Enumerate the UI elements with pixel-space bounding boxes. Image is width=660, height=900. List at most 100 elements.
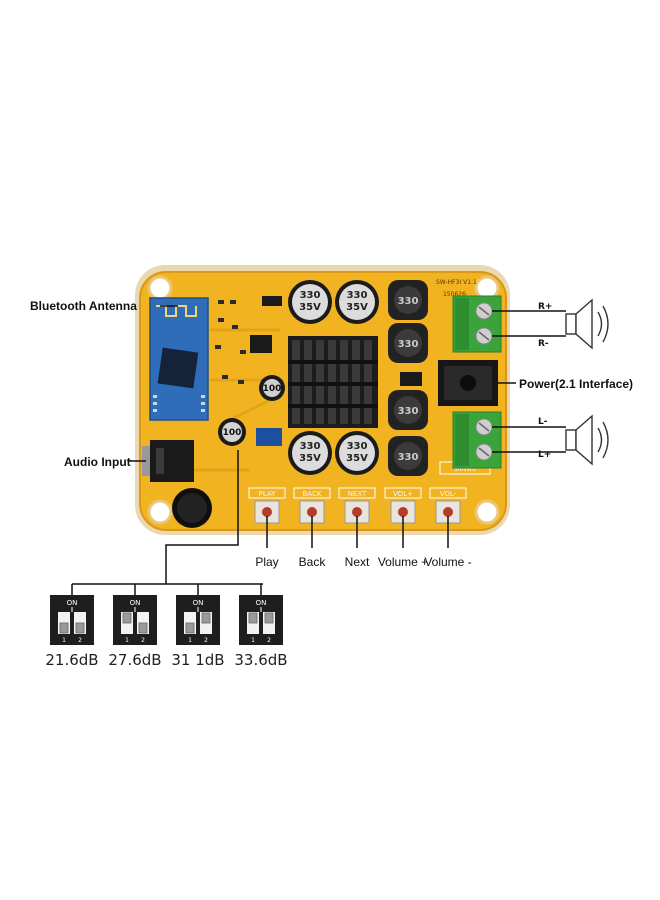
dip-lever bbox=[122, 612, 132, 624]
mounting-hole bbox=[474, 499, 500, 525]
power-label: Power(2.1 Interface) bbox=[519, 377, 633, 391]
inductor: 330 bbox=[388, 323, 428, 363]
dip-lever bbox=[138, 622, 148, 634]
button-captions: Play Back Next Volume +Volume - bbox=[255, 555, 471, 569]
capacitor-top-left: 330 35V bbox=[288, 280, 332, 324]
caption-volume-plus: Volume + bbox=[378, 555, 428, 569]
svg-text:100: 100 bbox=[263, 384, 282, 394]
button-silk-label: VOL+ bbox=[393, 490, 413, 498]
button-silk-label: VOL- bbox=[440, 490, 457, 498]
gain-label: 27.6dB bbox=[108, 651, 161, 669]
svg-text:100: 100 bbox=[223, 428, 242, 438]
dip-lever bbox=[248, 612, 258, 624]
dip-pin-label: 2 bbox=[78, 637, 82, 644]
dip-pin-label: 2 bbox=[141, 637, 145, 644]
caption-play: Play bbox=[255, 555, 278, 569]
dip-lever bbox=[185, 622, 195, 634]
svg-text:330: 330 bbox=[398, 296, 419, 307]
button-silk-label: NEXT bbox=[348, 490, 367, 498]
l-plus-label: L+ bbox=[538, 450, 551, 460]
dip-on-label: ON bbox=[67, 599, 78, 607]
capacitor-bottom-right: 330 35V bbox=[335, 431, 379, 475]
bluetooth-antenna-label: Bluetooth Antenna bbox=[30, 299, 137, 313]
button-silk-label: BACK bbox=[303, 490, 322, 498]
l-minus-label: L- bbox=[538, 417, 548, 427]
r-minus-label: R- bbox=[538, 339, 549, 349]
button-cap bbox=[352, 507, 362, 517]
svg-text:330: 330 bbox=[347, 441, 368, 452]
dip-pin-label: 1 bbox=[188, 637, 192, 644]
terminal-block-left bbox=[452, 411, 502, 469]
dip-switch-block bbox=[176, 595, 220, 645]
audio-input-label: Audio Input bbox=[64, 455, 131, 469]
board-button-back: BACK bbox=[293, 487, 331, 548]
dip-pin-label: 1 bbox=[62, 637, 66, 644]
dip-pin-label: 2 bbox=[204, 637, 208, 644]
button-silk-label: PLAY bbox=[259, 490, 277, 498]
svg-text:330: 330 bbox=[347, 290, 368, 301]
dip-on-label: ON bbox=[193, 599, 204, 607]
speaker-left-icon bbox=[565, 414, 609, 466]
caption-volume-minus: Volume - bbox=[424, 555, 471, 569]
dip-pin-label: 1 bbox=[125, 637, 129, 644]
dip-on-label: ON bbox=[256, 599, 267, 607]
button-cap bbox=[307, 507, 317, 517]
mounting-hole bbox=[147, 275, 173, 301]
small-capacitor: 100 bbox=[218, 418, 246, 446]
svg-text:330: 330 bbox=[398, 406, 419, 417]
svg-text:330: 330 bbox=[300, 441, 321, 452]
inductor: 330 bbox=[388, 436, 428, 476]
dip-switch-block bbox=[50, 595, 94, 645]
svg-text:35V: 35V bbox=[346, 453, 368, 464]
heatsink bbox=[288, 336, 378, 428]
smd-diode bbox=[400, 372, 422, 386]
power-jack bbox=[438, 360, 498, 406]
board-date-label: 150626 bbox=[443, 291, 466, 298]
dip-switch-block bbox=[239, 595, 283, 645]
svg-text:35V: 35V bbox=[299, 302, 321, 313]
leader-lines bbox=[71, 305, 566, 595]
dip-setting-1: ON 1 2 21.6dB bbox=[45, 595, 99, 669]
board-button-volume-plus: VOL+ bbox=[384, 487, 422, 548]
svg-text:330: 330 bbox=[398, 452, 419, 463]
dip-setting-4: ON 1 2 33.6dB bbox=[234, 595, 288, 669]
gain-label: 21.6dB bbox=[45, 651, 98, 669]
caption-next: Next bbox=[345, 555, 370, 569]
dip-pin-label: 1 bbox=[251, 637, 255, 644]
button-cap bbox=[443, 507, 453, 517]
dip-pin-label: 2 bbox=[267, 637, 271, 644]
dip-setting-2: ON 1 2 27.6dB bbox=[108, 595, 162, 669]
small-capacitor: 100 bbox=[259, 375, 285, 401]
terminal-block-right bbox=[452, 295, 502, 353]
board-model-label: SW-HF3I V1.1 bbox=[436, 279, 477, 286]
gain-label: 33.6dB bbox=[234, 651, 287, 669]
svg-text:330: 330 bbox=[300, 290, 321, 301]
button-cap bbox=[398, 507, 408, 517]
capacitor-bottom-left: 330 35V bbox=[288, 431, 332, 475]
board-button-next: NEXT bbox=[338, 487, 376, 548]
audio-jack bbox=[142, 440, 194, 482]
svg-text:330: 330 bbox=[398, 339, 419, 350]
board-button-play: PLAY bbox=[248, 487, 286, 548]
svg-text:35V: 35V bbox=[299, 453, 321, 464]
speaker-right-icon bbox=[565, 298, 609, 350]
button-cap bbox=[262, 507, 272, 517]
mounting-hole bbox=[147, 499, 173, 525]
r-plus-label: R+ bbox=[538, 302, 552, 312]
onboard-dip-switch bbox=[256, 428, 282, 446]
board-buttons: PLAY BACK NEXT VOL+ VOL- bbox=[248, 487, 467, 548]
smd-ic bbox=[250, 335, 272, 353]
bluetooth-chip bbox=[157, 347, 199, 389]
dip-on-label: ON bbox=[130, 599, 141, 607]
dip-lever bbox=[264, 612, 274, 624]
dip-lever bbox=[201, 612, 211, 624]
board-button-volume-minus: VOL- bbox=[429, 487, 467, 548]
dip-lever bbox=[59, 622, 69, 634]
caption-back: Back bbox=[299, 555, 327, 569]
inductor: 330 bbox=[388, 280, 428, 320]
microphone bbox=[172, 488, 212, 528]
bluetooth-module bbox=[149, 297, 209, 421]
